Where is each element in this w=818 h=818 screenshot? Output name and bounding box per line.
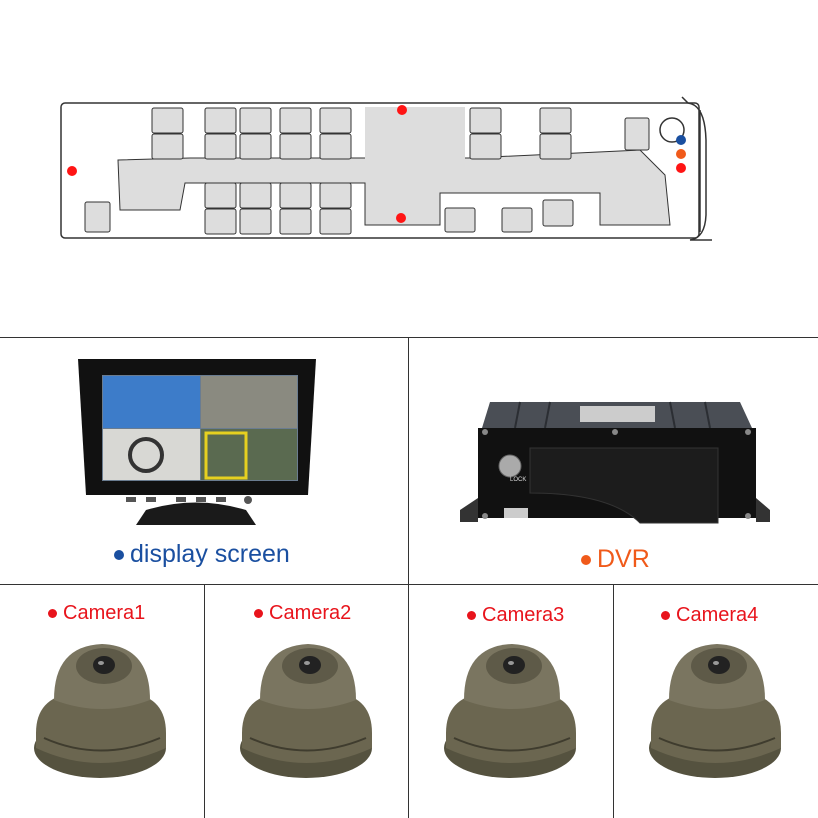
divider	[408, 337, 409, 584]
camera-marker	[67, 166, 77, 176]
dome-camera-image-3	[444, 644, 576, 778]
bus-floor-plan	[60, 96, 712, 241]
red-dot-icon	[467, 611, 476, 620]
camera-marker	[397, 105, 407, 115]
camera3-label: Camera3	[467, 604, 564, 627]
steering-wheel-icon	[659, 117, 685, 143]
red-dot-icon	[48, 609, 57, 618]
red-dot-icon	[661, 611, 670, 620]
camera4-label: Camera4	[661, 604, 758, 627]
dvr-label: DVR	[581, 545, 650, 574]
display-screen-label: display screen	[114, 540, 290, 569]
dvr-image: LOCK	[460, 401, 770, 524]
camera-marker	[676, 163, 686, 173]
display-marker	[676, 135, 686, 145]
dome-camera-image-2	[240, 644, 372, 778]
divider	[613, 584, 614, 818]
divider	[204, 584, 205, 818]
dome-camera-image-1	[34, 644, 166, 778]
usb-port	[504, 508, 528, 518]
display-monitor-image	[78, 359, 316, 525]
camera1-label: Camera1	[48, 602, 145, 625]
camera-marker	[396, 213, 406, 223]
blue-dot-icon	[114, 549, 124, 560]
divider	[0, 337, 818, 338]
divider	[408, 584, 409, 818]
lock-key-icon	[498, 454, 522, 478]
svg-text:LOCK: LOCK	[510, 477, 526, 483]
divider	[0, 584, 818, 585]
orange-dot-icon	[581, 554, 591, 565]
dome-camera-image-4	[649, 644, 781, 778]
dvr-marker	[676, 149, 686, 159]
red-dot-icon	[254, 609, 263, 618]
camera2-label: Camera2	[254, 602, 351, 625]
